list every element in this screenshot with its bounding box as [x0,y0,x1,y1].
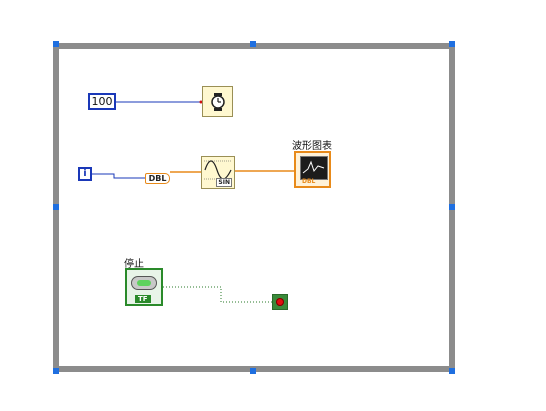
resize-handle-bottom-right[interactable] [449,368,455,374]
sine-node[interactable]: SIN [201,156,235,189]
resize-handle-left[interactable] [53,204,59,210]
resize-handle-bottom-left[interactable] [53,368,59,374]
wire-stop-to-condition [163,286,272,303]
resize-handle-top-left[interactable] [53,41,59,47]
sine-label: SIN [216,178,232,187]
wire-coercion-dot [199,100,203,104]
numeric-constant-100[interactable]: 100 [88,93,116,110]
stop-button-icon [131,276,157,290]
chart-label[interactable]: 波形图表 [292,141,332,152]
resize-handle-bottom[interactable] [250,368,256,374]
resize-handle-right[interactable] [449,204,455,210]
stop-type-tag: TF [135,295,151,303]
waveform-chart-icon [300,156,328,180]
resize-handle-top[interactable] [250,41,256,47]
wire-iter-to-dbl [92,173,145,179]
stop-condition-icon[interactable] [272,294,288,310]
waveform-chart-terminal[interactable]: DBL [294,151,331,188]
stopwatch-icon [211,93,225,111]
resize-handle-top-right[interactable] [449,41,455,47]
wait-ms-node[interactable] [202,86,233,117]
chart-type-tag: DBL [302,178,316,185]
to-double-node[interactable]: DBL [145,173,170,184]
stop-label[interactable]: 停止 [124,259,144,270]
iteration-terminal[interactable]: i [78,167,92,181]
stop-button-terminal[interactable]: TF [125,268,163,306]
